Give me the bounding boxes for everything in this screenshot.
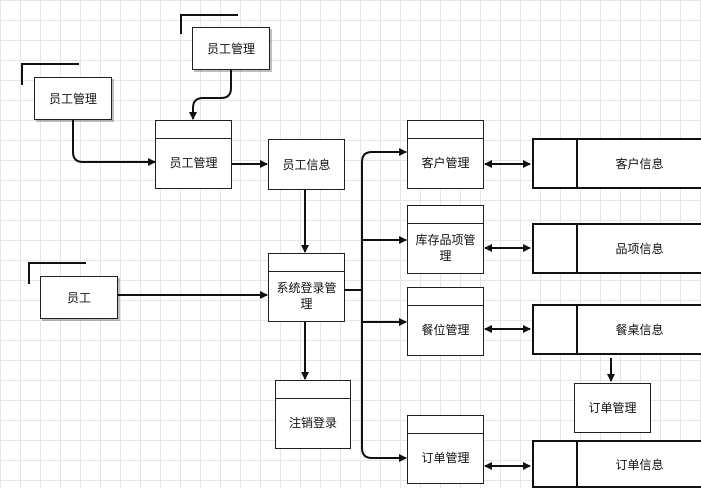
entity-label: 员工 [66,290,91,305]
entity-employee[interactable]: 员工 [40,276,118,319]
store-customer-info[interactable]: 客户信息 [532,138,701,189]
process-logout[interactable]: 注销登录 [275,380,351,449]
process-employee-management[interactable]: 员工管理 [155,120,232,189]
store-divider [576,306,578,353]
entity-corner-marker [21,63,79,85]
store-label: 订单信息 [615,457,664,472]
store-item-info[interactable]: 品项信息 [532,223,701,274]
edge-bus-top-corner [361,151,373,163]
store-divider [576,442,578,486]
process-system-login-management[interactable]: 系统登录管理 [268,253,345,322]
entity-label: 员工管理 [48,91,97,106]
data-flow-label: 员工信息 [282,157,331,172]
process-label: 注销登录 [288,416,337,430]
process-customer-management[interactable]: 客户管理 [407,120,484,189]
store-label: 品项信息 [615,242,664,256]
process-header [408,121,483,139]
store-divider [576,225,578,272]
entity-corner-marker [180,14,238,34]
edge-bus-bottom-corner [361,447,373,459]
store-label: 餐桌信息 [615,323,664,337]
process-label: 订单管理 [421,451,470,465]
node-order-management-right[interactable]: 订单管理 [574,383,651,433]
store-divider [576,140,578,187]
process-inventory-item-management[interactable]: 库存品项管理 [407,205,484,274]
process-order-management[interactable]: 订单管理 [407,415,484,484]
process-seat-management[interactable]: 餐位管理 [407,287,484,356]
process-header [408,288,483,306]
entity-corner-marker [28,262,86,284]
edge-left-mgmt-to-emp-mgmt [72,120,156,166]
entity-employee-management-top[interactable]: 员工管理 [192,27,270,70]
process-label: 员工管理 [169,156,218,170]
data-flow-employee-info[interactable]: 员工信息 [268,139,345,190]
entity-employee-management-left[interactable]: 员工管理 [34,77,112,120]
store-table-info[interactable]: 餐桌信息 [532,304,701,355]
store-label: 客户信息 [615,157,664,171]
process-header [269,254,344,272]
process-label: 客户管理 [421,156,470,170]
process-label: 系统登录管理 [276,281,337,311]
node-label: 订单管理 [588,401,637,415]
process-header [156,121,231,139]
process-label: 库存品项管理 [415,233,476,263]
process-label: 餐位管理 [421,323,470,337]
store-order-info[interactable]: 订单信息 [532,440,701,488]
process-header [408,206,483,224]
entity-label: 员工管理 [206,41,255,56]
process-header [276,381,350,399]
edge-top-mgmt-to-emp-mgmt [189,70,232,120]
process-header [408,416,483,434]
